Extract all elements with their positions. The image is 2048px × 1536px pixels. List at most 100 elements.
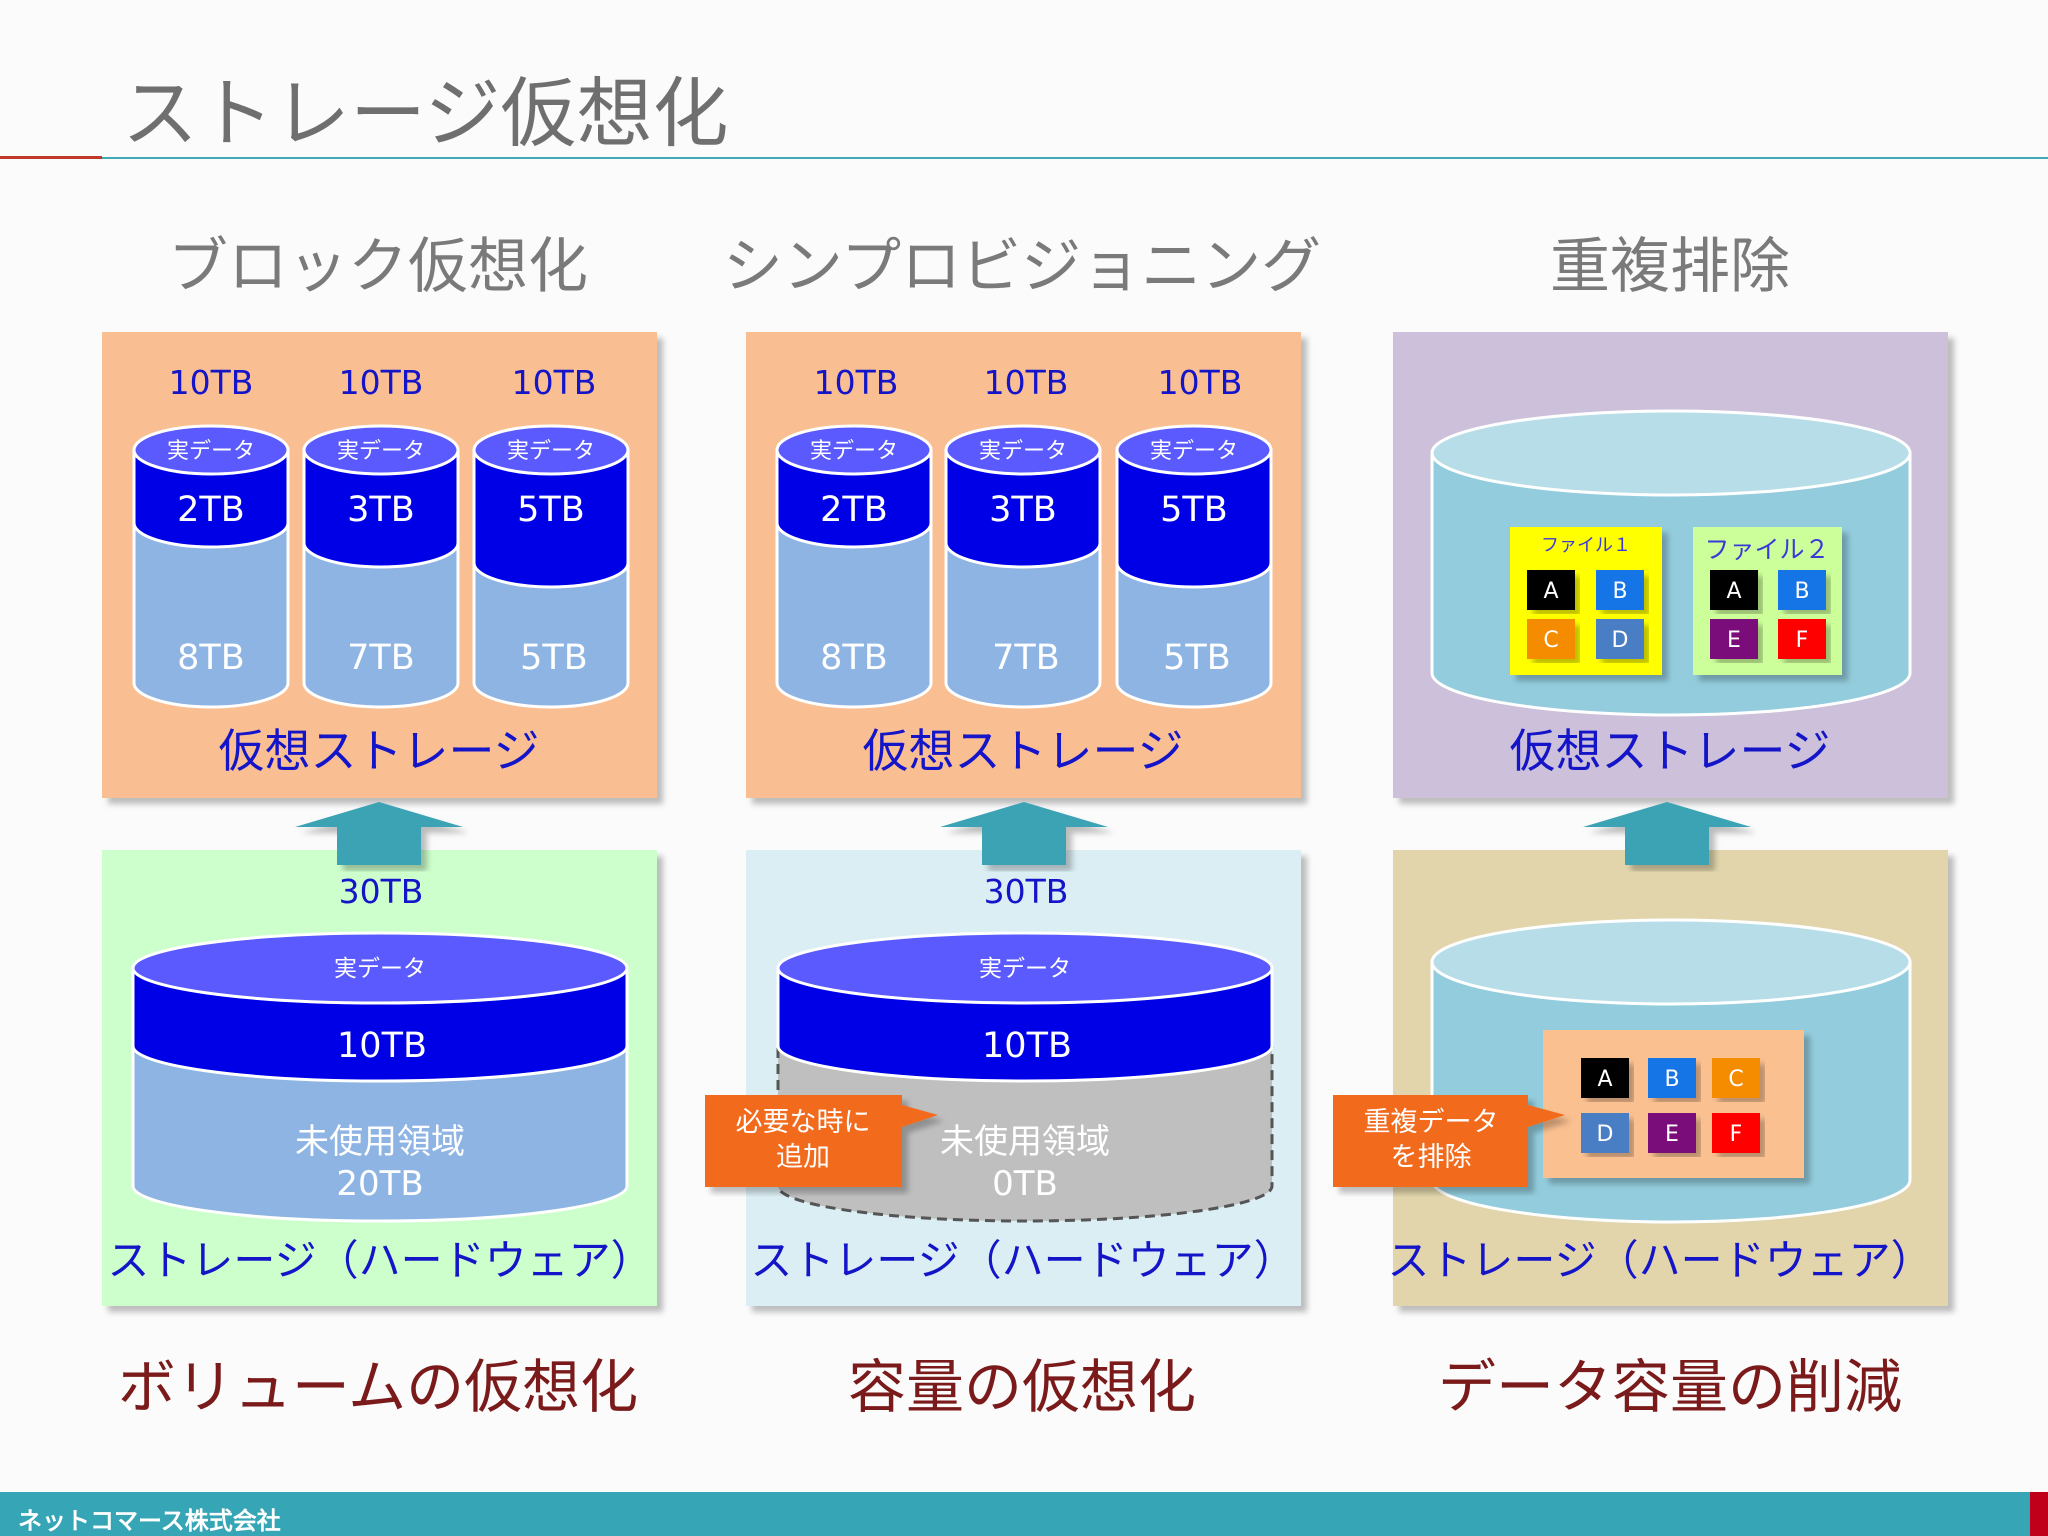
up-arrow: [1583, 802, 1751, 865]
data-label: 実データ: [810, 439, 898, 464]
data-block: [1710, 570, 1758, 610]
data-block: [1648, 1113, 1696, 1153]
hardware-storage-label: ストレージ（ハードウェア）: [107, 1236, 652, 1285]
block-label: A: [1597, 1067, 1612, 1092]
used-capacity: 10TB: [337, 1026, 427, 1066]
data-block: [1581, 1058, 1629, 1098]
free-capacity: 5TB: [520, 638, 588, 678]
data-label: 実データ: [1150, 439, 1238, 464]
volume-cylinder: [775, 424, 933, 709]
volume-cylinder: [302, 424, 460, 709]
data-label: 実データ: [334, 956, 426, 982]
used-capacity: 10TB: [982, 1026, 1072, 1066]
free-capacity: 5TB: [1163, 638, 1231, 678]
used-capacity: 2TB: [177, 490, 245, 530]
file-name: ファイル１: [1541, 535, 1631, 556]
heading-thin-provisioning: シンプロビジョニング: [722, 232, 1322, 302]
block-label: C: [1728, 1067, 1743, 1092]
total-capacity: 30TB: [339, 872, 424, 911]
total-capacity: 30TB: [984, 872, 1069, 911]
hardware-storage-label: ストレージ（ハードウェア）: [1387, 1236, 1932, 1285]
block-label: A: [1543, 579, 1558, 604]
virtual-storage-label: 仮想ストレージ: [1509, 724, 1830, 778]
data-block: [1527, 619, 1575, 659]
block-label: D: [1612, 628, 1629, 653]
block-label: B: [1664, 1067, 1679, 1092]
add-on-demand-callout: [705, 1095, 938, 1187]
title-underline: [102, 157, 2048, 159]
data-block: [1712, 1058, 1760, 1098]
footer-accent: [2030, 1492, 2048, 1536]
file-name: ファイル２: [1704, 535, 1829, 564]
data-label: 実データ: [979, 956, 1071, 982]
unused-capacity: 0TB: [992, 1164, 1058, 1204]
slide-title: ストレージ仮想化: [122, 69, 729, 158]
heading-block-virtualization: ブロック仮想化: [168, 232, 588, 302]
used-capacity: 5TB: [517, 490, 585, 530]
volume-cylinder: [472, 424, 630, 709]
data-block: [1596, 619, 1644, 659]
free-capacity: 8TB: [820, 638, 888, 678]
block-label: F: [1730, 1122, 1743, 1147]
data-block: [1648, 1058, 1696, 1098]
used-capacity: 5TB: [1160, 490, 1228, 530]
data-block: [1527, 570, 1575, 610]
used-capacity: 3TB: [989, 490, 1057, 530]
unused-area-label: 未使用領域: [940, 1122, 1110, 1162]
heading-deduplication: 重複排除: [1550, 232, 1790, 302]
footer-bar: [0, 1492, 2030, 1536]
conclusion-deduplication: データ容量の削減: [1437, 1353, 1902, 1421]
conclusion-thin-provisioning: 容量の仮想化: [847, 1353, 1196, 1421]
block-label: E: [1665, 1122, 1679, 1147]
volume-size: 10TB: [512, 363, 597, 402]
block-label: E: [1727, 628, 1741, 653]
volume-size: 10TB: [814, 363, 899, 402]
volume-size: 10TB: [984, 363, 1069, 402]
data-block: [1581, 1113, 1629, 1153]
block-label: B: [1794, 579, 1809, 604]
callout-line: 重複データ: [1364, 1107, 1499, 1138]
callout-line: を排除: [1391, 1142, 1472, 1173]
data-block: [1710, 619, 1758, 659]
volume-size: 10TB: [169, 363, 254, 402]
unused-area-label: 未使用領域: [295, 1122, 465, 1162]
volume-size: 10TB: [339, 363, 424, 402]
volume-cylinder: [1115, 424, 1273, 709]
data-label: 実データ: [337, 439, 425, 464]
data-label: 実データ: [167, 439, 255, 464]
stored-blocks-box: [1543, 1030, 1804, 1178]
title-underline-accent: [0, 156, 102, 159]
virtual-storage-label: 仮想ストレージ: [862, 724, 1183, 778]
block-label: A: [1726, 579, 1741, 604]
dedup-callout: [1333, 1095, 1565, 1187]
up-arrow: [295, 802, 463, 865]
free-capacity: 7TB: [347, 638, 415, 678]
block-label: F: [1796, 628, 1809, 653]
block-label: D: [1597, 1122, 1614, 1147]
hardware-storage-label: ストレージ（ハードウェア）: [750, 1236, 1295, 1285]
block-label: B: [1612, 579, 1627, 604]
data-block: [1712, 1113, 1760, 1153]
volume-cylinder: [944, 424, 1102, 709]
free-capacity: 7TB: [992, 638, 1060, 678]
callout-line: 必要な時に: [736, 1107, 871, 1138]
data-block: [1596, 570, 1644, 610]
unused-capacity: 20TB: [336, 1164, 423, 1204]
virtual-storage-label: 仮想ストレージ: [218, 724, 539, 778]
physical-storage-cylinder: [131, 931, 629, 1223]
free-capacity: 8TB: [177, 638, 245, 678]
block-label: C: [1543, 628, 1558, 653]
used-capacity: 2TB: [820, 490, 888, 530]
data-label: 実データ: [979, 439, 1067, 464]
data-block: [1778, 570, 1826, 610]
data-block: [1778, 619, 1826, 659]
conclusion-block-virtualization: ボリュームの仮想化: [117, 1353, 639, 1421]
data-label: 実データ: [507, 439, 595, 464]
used-capacity: 3TB: [347, 490, 415, 530]
volume-size: 10TB: [1158, 363, 1243, 402]
up-arrow: [940, 802, 1108, 865]
volume-cylinder: [132, 424, 290, 709]
company-name: ネットコマース株式会社: [18, 1507, 281, 1535]
callout-line: 追加: [776, 1142, 830, 1173]
